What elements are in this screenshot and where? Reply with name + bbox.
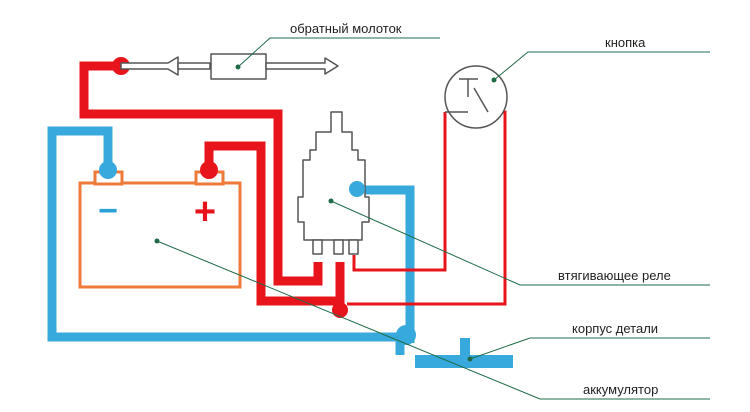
body-leader-dot — [467, 356, 473, 362]
body-junction-dot — [396, 325, 416, 345]
button-circle — [444, 65, 508, 129]
positive-wires — [79, 61, 345, 306]
button-to-relay-wire — [352, 112, 447, 272]
reverse-hammer — [120, 53, 339, 80]
button-leader-dot — [491, 77, 497, 83]
battery-label: аккумулятор — [583, 382, 658, 397]
button-label: кнопка — [605, 35, 646, 50]
relay-terminal-dot — [332, 302, 348, 318]
leader-dots — [154, 64, 497, 362]
hammer-rod — [177, 62, 211, 70]
button-to-body-wire — [347, 110, 507, 306]
push-button — [444, 65, 508, 129]
relay-ground-wire — [356, 185, 415, 343]
control-wires — [347, 110, 507, 306]
body-label: корпус детали — [572, 321, 658, 336]
button-contact — [473, 87, 489, 113]
relay-pin-2 — [333, 239, 344, 255]
battery-leader — [156, 240, 710, 400]
hammer-power-wire — [79, 61, 323, 286]
leader-lines — [156, 37, 710, 400]
hammer-label: обратный молоток — [290, 21, 402, 36]
button-leader — [493, 51, 710, 81]
battery-case — [78, 181, 242, 289]
relay-pin-1 — [312, 239, 323, 255]
minus-terminal-dot — [99, 161, 117, 179]
hammer-handle — [265, 57, 339, 75]
workpiece-body-stem — [460, 338, 470, 358]
plus-sign: + — [194, 191, 216, 233]
relay-leader — [330, 200, 710, 286]
battery-leader-dot — [154, 238, 160, 244]
battery-plus-wire — [204, 141, 345, 306]
hammer-tip — [120, 56, 179, 76]
minus-sign: − — [98, 192, 118, 230]
workpiece-body — [415, 355, 513, 368]
relay-leader-dot — [328, 198, 334, 204]
battery: − + — [78, 161, 242, 289]
retractor-relay — [297, 111, 370, 255]
relay-ground-dot — [349, 181, 365, 197]
relay-outline — [297, 111, 370, 241]
hammer-leader — [237, 37, 440, 68]
relay-label: втягивающее реле — [558, 268, 671, 283]
plus-terminal-dot — [200, 161, 218, 179]
relay-pin-3 — [348, 239, 359, 255]
hammer-leader-dot — [235, 64, 241, 70]
body-leader — [469, 337, 710, 360]
